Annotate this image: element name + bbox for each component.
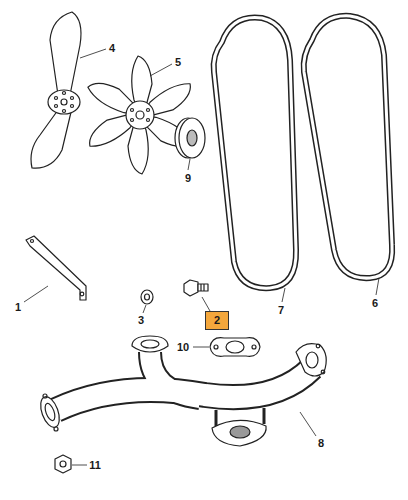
callout-number: 7 (278, 305, 284, 316)
six-blade-fan (83, 56, 197, 174)
nut (55, 455, 71, 473)
callout-number: 10 (177, 342, 189, 353)
washer (141, 290, 153, 304)
callout-number: 8 (318, 438, 324, 449)
leader-lines (24, 49, 379, 465)
mounting-bracket (26, 236, 86, 300)
callout-number: 11 (89, 460, 101, 471)
plug (184, 280, 208, 296)
callout-number: 9 (185, 173, 191, 184)
callout-number: 5 (175, 57, 181, 68)
fan-spacer (175, 118, 205, 158)
callout-box: 2 (205, 311, 229, 330)
exhaust-manifold (37, 336, 326, 446)
drive-belt (214, 18, 296, 289)
callout-number: 3 (138, 315, 144, 326)
gasket (210, 338, 260, 357)
callout-number: 4 (109, 43, 115, 54)
drive-belt (304, 16, 392, 278)
callout-number: 6 (372, 298, 378, 309)
two-blade-fan (31, 12, 81, 168)
callout-number: 2 (214, 314, 220, 326)
callout-number: 1 (15, 302, 21, 313)
